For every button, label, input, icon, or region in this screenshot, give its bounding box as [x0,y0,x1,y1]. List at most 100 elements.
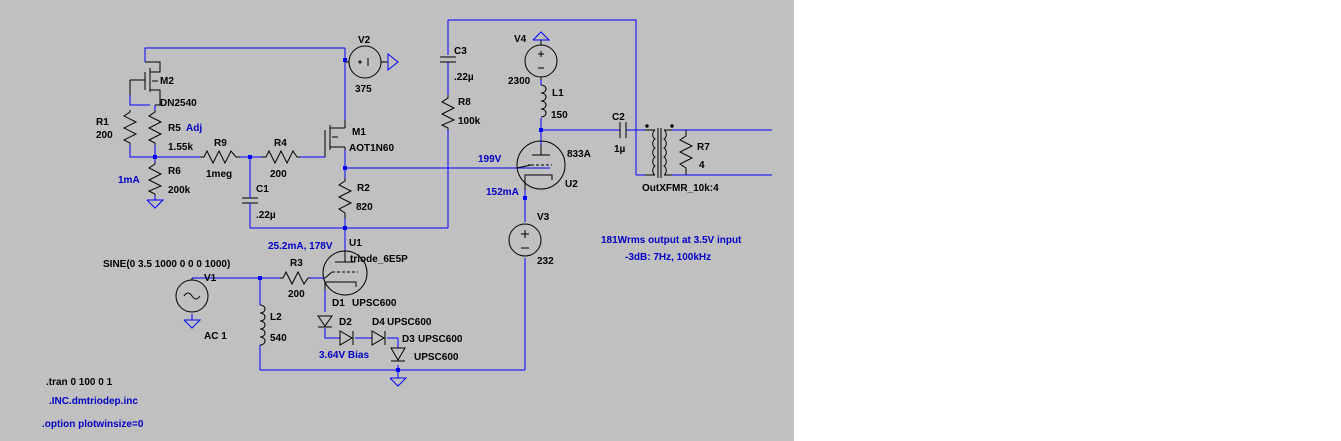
output-terminals [700,129,772,176]
tran-directive[interactable]: .tran 0 100 0 1 [46,377,113,388]
v4-value: 2300 [508,76,531,87]
bias-annotation: 3.64V Bias [319,350,369,361]
r6-value: 200k [168,185,191,196]
m2-mosfet-symbol[interactable] [129,61,161,106]
schematic-canvas: M2 DN2540 R1 200 R5 Adj 1.55k R6 200k 1m… [0,0,794,441]
r3-resistor-symbol[interactable] [280,270,310,286]
c2-value: 1µ [614,144,626,155]
d2-name: D2 [339,317,352,328]
d3-value-second: UPSC600 [414,352,459,363]
ground-icon [532,31,551,41]
labels: M2 DN2540 R1 200 R5 Adj 1.55k R6 200k 1m… [42,34,742,430]
junctions [153,58,543,372]
d4-diode-symbol[interactable] [371,330,386,346]
r2-value: 820 [356,202,373,213]
v1-source-symbol[interactable] [175,278,209,313]
r1-resistor-symbol[interactable] [122,110,138,145]
m1-mosfet-symbol[interactable] [324,120,346,157]
r2-name: R2 [357,183,370,194]
r6-resistor-symbol[interactable] [147,162,163,195]
r4-resistor-symbol[interactable] [262,149,300,165]
l2-name: L2 [270,312,282,323]
r5-value: 1.55k [168,142,193,153]
grid-voltage-annotation: 199V [478,154,502,165]
c3-value: .22µ [454,72,474,83]
r5-name: R5 [168,123,181,134]
u1-triode-symbol[interactable] [322,250,368,296]
u1-name: U1 [349,238,362,249]
l2-inductor-symbol[interactable] [259,304,266,346]
ground-icon [146,199,165,209]
c2-name: C2 [612,112,625,123]
l1-value: 150 [551,110,568,121]
v1-value: SINE(0 3.5 1000 0 0 0 1000) [103,259,230,270]
c1-name: C1 [256,184,269,195]
wires [129,19,772,378]
r1-value: 200 [96,130,113,141]
r5-adj-note: Adj [186,123,202,134]
v2-value: 375 [355,84,372,95]
l1-inductor-symbol[interactable] [540,84,547,118]
r9-name: R9 [214,138,227,149]
v3-name: V3 [537,212,550,223]
ground-icon [183,319,202,329]
transformer-symbol[interactable] [645,124,674,178]
transformer-value: OutXFMR_10k:4 [642,183,719,194]
d1-diode-symbol[interactable] [317,315,333,328]
d3-diode-symbol[interactable] [390,347,406,362]
l1-name: L1 [552,88,564,99]
d3-value: UPSC600 [418,334,463,345]
r9-value: 1meg [206,169,232,180]
r3-value: 200 [288,289,305,300]
u2-name: U2 [565,179,578,190]
c3-capacitor-symbol[interactable] [440,56,456,70]
bandwidth-note: -3dB: 7Hz, 100kHz [625,252,711,263]
v2-name: V2 [358,35,371,46]
u1-operating-annotation: 25.2mA, 178V [268,241,333,252]
u1-value: triode_6E5P [350,254,408,265]
r6-name: R6 [168,166,181,177]
l2-value: 540 [270,333,287,344]
include-directive[interactable]: .INC.dmtriodep.inc [49,396,138,407]
r8-resistor-symbol[interactable] [440,95,456,130]
m1-value: AOT1N60 [349,143,394,154]
plate-current-annotation: 152mA [486,187,519,198]
r7-value: 4 [699,160,705,171]
v4-name: V4 [514,34,527,45]
current-1ma-annotation: 1mA [118,175,140,186]
c1-capacitor-symbol[interactable] [242,190,258,210]
r8-name: R8 [458,97,471,108]
m1-name: M1 [352,127,366,138]
u2-value: 833A [567,149,591,160]
v2-source-symbol[interactable] [345,45,388,79]
u2-triode-symbol[interactable] [516,140,566,190]
c1-value: .22µ [256,210,276,221]
option-directive[interactable]: .option plotwinsize=0 [42,419,144,430]
r9-resistor-symbol[interactable] [200,149,240,165]
d4-name: D4 [372,317,385,328]
c3-name: C3 [454,46,467,57]
c2-capacitor-symbol[interactable] [619,122,627,138]
output-note: 181Wrms output at 3.5V input [601,235,742,246]
d1-name: D1 [332,298,345,309]
r7-name: R7 [697,142,710,153]
d2-diode-symbol[interactable] [339,330,354,346]
v4-source-symbol[interactable] [524,40,558,80]
m2-name: M2 [160,76,174,87]
r1-name: R1 [96,117,109,128]
m2-value: DN2540 [160,98,197,109]
r2-resistor-symbol[interactable] [337,178,353,218]
d4-value: UPSC600 [387,317,432,328]
ground-icon [389,377,408,387]
r5-resistor-symbol[interactable] [147,110,163,145]
r4-value: 200 [270,169,287,180]
r7-resistor-symbol[interactable] [678,130,694,175]
d1-value: UPSC600 [352,298,397,309]
v1-name: V1 [204,273,217,284]
v1-ac: AC 1 [204,331,227,342]
v3-source-symbol[interactable] [508,223,542,257]
r3-name: R3 [290,258,303,269]
r4-name: R4 [274,138,287,149]
schematic-svg: M2 DN2540 R1 200 R5 Adj 1.55k R6 200k 1m… [42,19,772,430]
ground-icon [387,52,399,72]
